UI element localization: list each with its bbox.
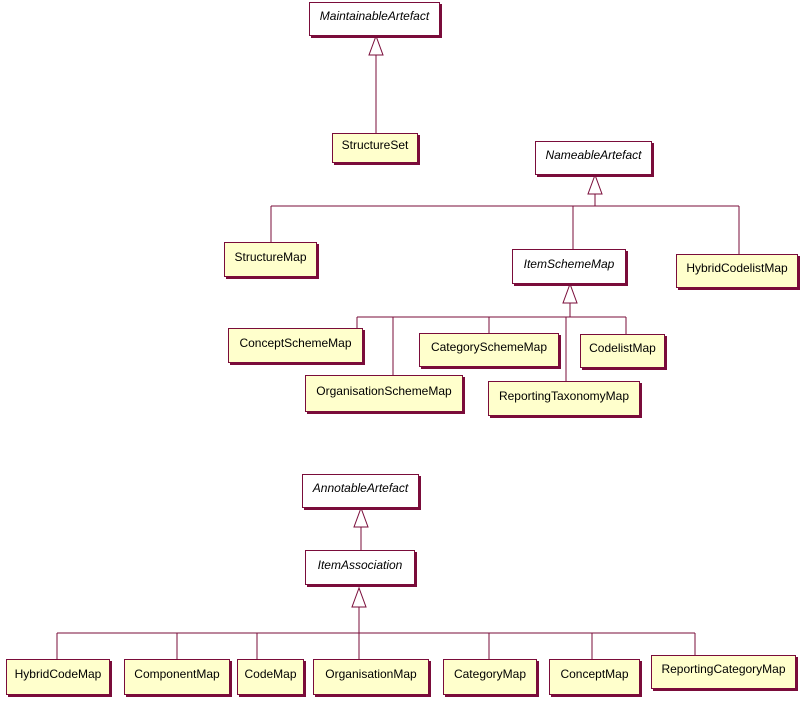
class-item-scheme-map: ItemSchemeMap: [512, 249, 626, 284]
class-component-map: ComponentMap: [124, 659, 230, 695]
class-concept-scheme-map: ConceptSchemeMap: [228, 328, 363, 363]
class-nameable-artefact: NameableArtefact: [535, 141, 652, 175]
class-category-scheme-map: CategorySchemeMap: [419, 333, 559, 367]
class-codelist-map: CodelistMap: [580, 334, 665, 368]
class-organisation-map: OrganisationMap: [313, 659, 429, 695]
generalization-arrowhead: [587, 173, 603, 195]
class-annotable-artefact: AnnotableArtefact: [302, 474, 419, 508]
class-organisation-scheme-map: OrganisationSchemeMap: [305, 375, 463, 412]
class-category-map: CategoryMap: [443, 659, 537, 695]
generalization-arrowhead: [351, 586, 367, 608]
class-structure-set: StructureSet: [332, 133, 418, 163]
generalization-arrowhead: [562, 282, 578, 304]
class-maintainable-artefact: MaintainableArtefact: [309, 2, 440, 36]
class-code-map: CodeMap: [237, 659, 304, 695]
generalization-arrowhead: [368, 34, 384, 56]
class-concept-map: ConceptMap: [549, 659, 640, 695]
generalization-arrowhead: [353, 506, 369, 528]
class-hybrid-code-map: HybridCodeMap: [6, 659, 110, 695]
class-hybrid-codelist-map: HybridCodelistMap: [676, 254, 798, 288]
class-reporting-taxonomy-map: ReportingTaxonomyMap: [488, 381, 640, 416]
class-structure-map: StructureMap: [224, 242, 317, 277]
class-reporting-category-map: ReportingCategoryMap: [651, 655, 796, 689]
class-item-association: ItemAssociation: [305, 550, 415, 585]
